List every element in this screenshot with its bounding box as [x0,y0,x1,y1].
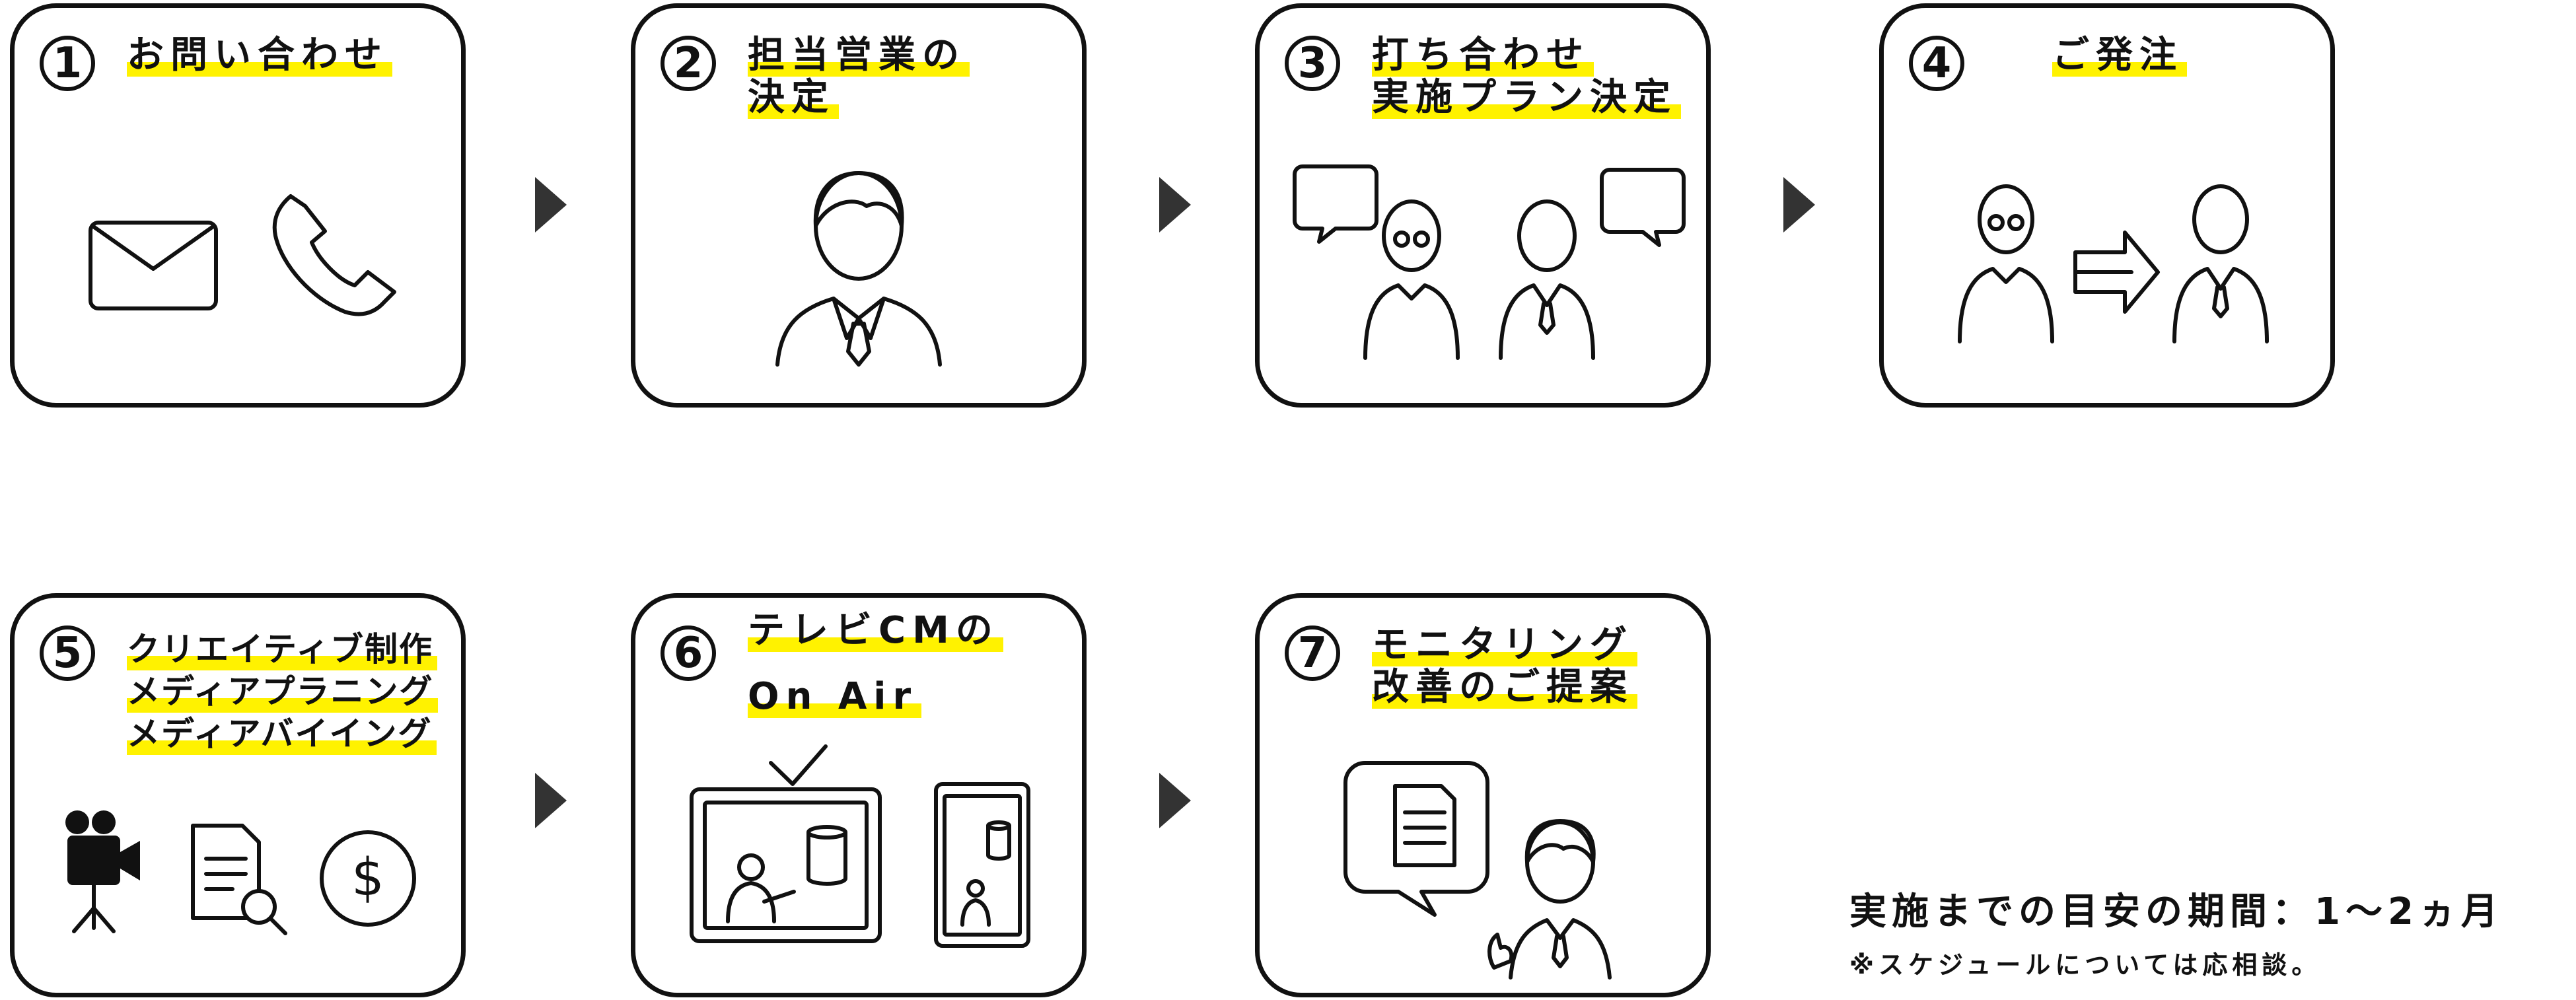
order-illustration [1958,184,2269,343]
step-title-line: 改善のご提案 [1372,666,1637,709]
step-title-line: メディアプラニング [127,670,438,713]
step-title: お問い合わせ [127,34,392,77]
salesperson-icon [775,171,942,367]
creative-illustration: $ [65,810,416,935]
step-number: 2 [661,36,716,91]
flow-arrow [535,773,567,828]
step-title-line: テレビCMの [748,610,1003,652]
step-card-4: 4 ご発注 [1879,3,2335,408]
step-title-line: モニタリング [1372,624,1637,666]
dollar-coin-icon: $ [320,830,416,927]
salesperson-icon [2172,184,2269,343]
step-number: 4 [1909,36,1964,91]
phone-icon [272,194,396,316]
tablet-icon [934,782,1030,948]
step-title-line: メディアバイイング [127,713,437,755]
step-number: 1 [40,36,95,91]
flow-arrow [1783,177,1815,232]
speech-bubble-icon [1293,164,1378,244]
step-title: テレビCMの On Air [748,610,1003,718]
right-arrow-icon [2073,231,2160,314]
step-number: 6 [661,625,716,681]
step-title: 担当営業の 決定 [748,34,970,119]
meeting-people-icon [1293,164,1686,360]
schedule-duration: 実施までの目安の期間：1～2ヵ月 [1849,890,2503,933]
step-title-line: お問い合わせ [127,34,392,77]
tv-icon [690,787,882,943]
step-title-line: On Air [748,676,922,718]
step-title-line: 担当営業の [748,34,970,77]
step-title-line: ご発注 [2052,34,2187,77]
flow-arrow [1159,177,1191,232]
step-title: 打ち合わせ 実施プラン決定 [1372,34,1681,119]
client-icon [1958,184,2054,343]
step-card-6: 6 テレビCMの On Air [631,593,1087,997]
mail-phone-illustration [89,194,396,316]
mail-icon [89,221,218,310]
document-bubble-icon [1343,761,1489,917]
checkmark-icon [769,744,828,786]
step-number: 3 [1285,36,1340,91]
flow-arrow [535,177,567,232]
step-card-3: 3 打ち合わせ 実施プラン決定 [1255,3,1711,408]
step-card-7: 7 モニタリング 改善のご提案 [1255,593,1711,997]
step-title: クリエイティブ制作 メディアプラニング メディアバイイング [127,628,438,755]
step-title: ご発注 [2052,34,2187,77]
video-camera-icon [65,810,140,933]
step-title-line: 実施プラン決定 [1372,77,1681,119]
document-analysis-icon [191,824,287,935]
tv-broadcast-illustration [690,744,1030,948]
step-card-1: 1 お問い合わせ [10,3,466,408]
flow-arrow [1159,773,1191,828]
step-number: 5 [40,625,95,681]
step-number: 7 [1285,625,1340,681]
step-title-line: 打ち合わせ [1372,34,1594,77]
svg-text:$: $ [351,848,384,908]
monitoring-illustration [1343,761,1612,980]
step-card-5: 5 クリエイティブ制作 メディアプラニング メディアバイイング $ [10,593,466,997]
step-title-line: 決定 [748,77,839,119]
schedule-note: ※スケジュールについては応相談。 [1849,950,2322,980]
step-title: モニタリング 改善のご提案 [1372,624,1637,709]
step-title-line: クリエイティブ制作 [127,628,437,670]
salesperson-ok-icon [1487,819,1612,980]
speech-bubble-icon [1600,168,1686,247]
step-card-2: 2 担当営業の 決定 [631,3,1087,408]
